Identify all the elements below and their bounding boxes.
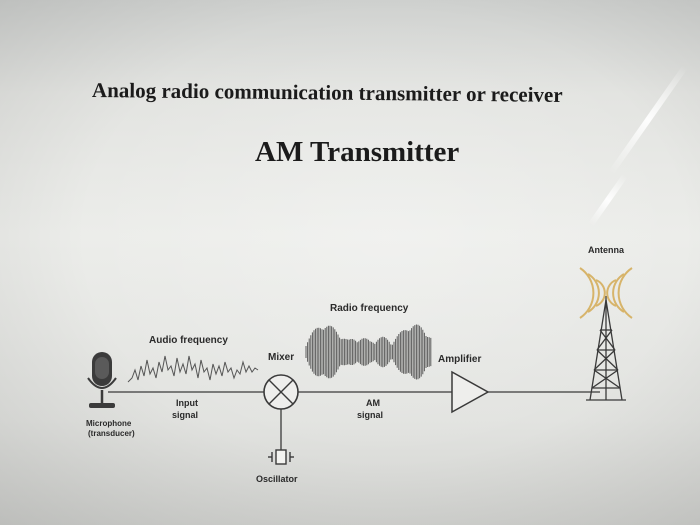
microphone-sublabel: (transducer) <box>88 429 135 438</box>
oscillator-label: Oscillator <box>256 474 298 484</box>
amplifier-triangle-icon <box>451 370 490 414</box>
am-signal-sublabel: signal <box>357 410 383 420</box>
am-waveform <box>305 324 432 380</box>
amplifier-label: Amplifier <box>438 354 481 365</box>
radio-frequency-label: Radio frequency <box>330 303 409 314</box>
audio-waveform <box>127 355 259 383</box>
input-signal-sublabel: signal <box>172 410 198 420</box>
mixer-label: Mixer <box>268 352 294 363</box>
microphone-label: Microphone <box>86 419 132 428</box>
radio-waves-icon <box>579 267 633 319</box>
slide-subtitle: AM Transmitter <box>255 136 460 168</box>
input-signal-label: Input <box>176 398 198 408</box>
oscillator-symbol-icon <box>268 449 294 465</box>
antenna-label: Antenna <box>588 245 625 255</box>
microphone-icon <box>87 352 117 408</box>
antenna-tower-icon <box>586 296 626 401</box>
mixer-symbol-icon <box>263 374 299 410</box>
am-signal-label: AM <box>366 398 380 408</box>
audio-frequency-label: Audio frequency <box>149 335 228 346</box>
